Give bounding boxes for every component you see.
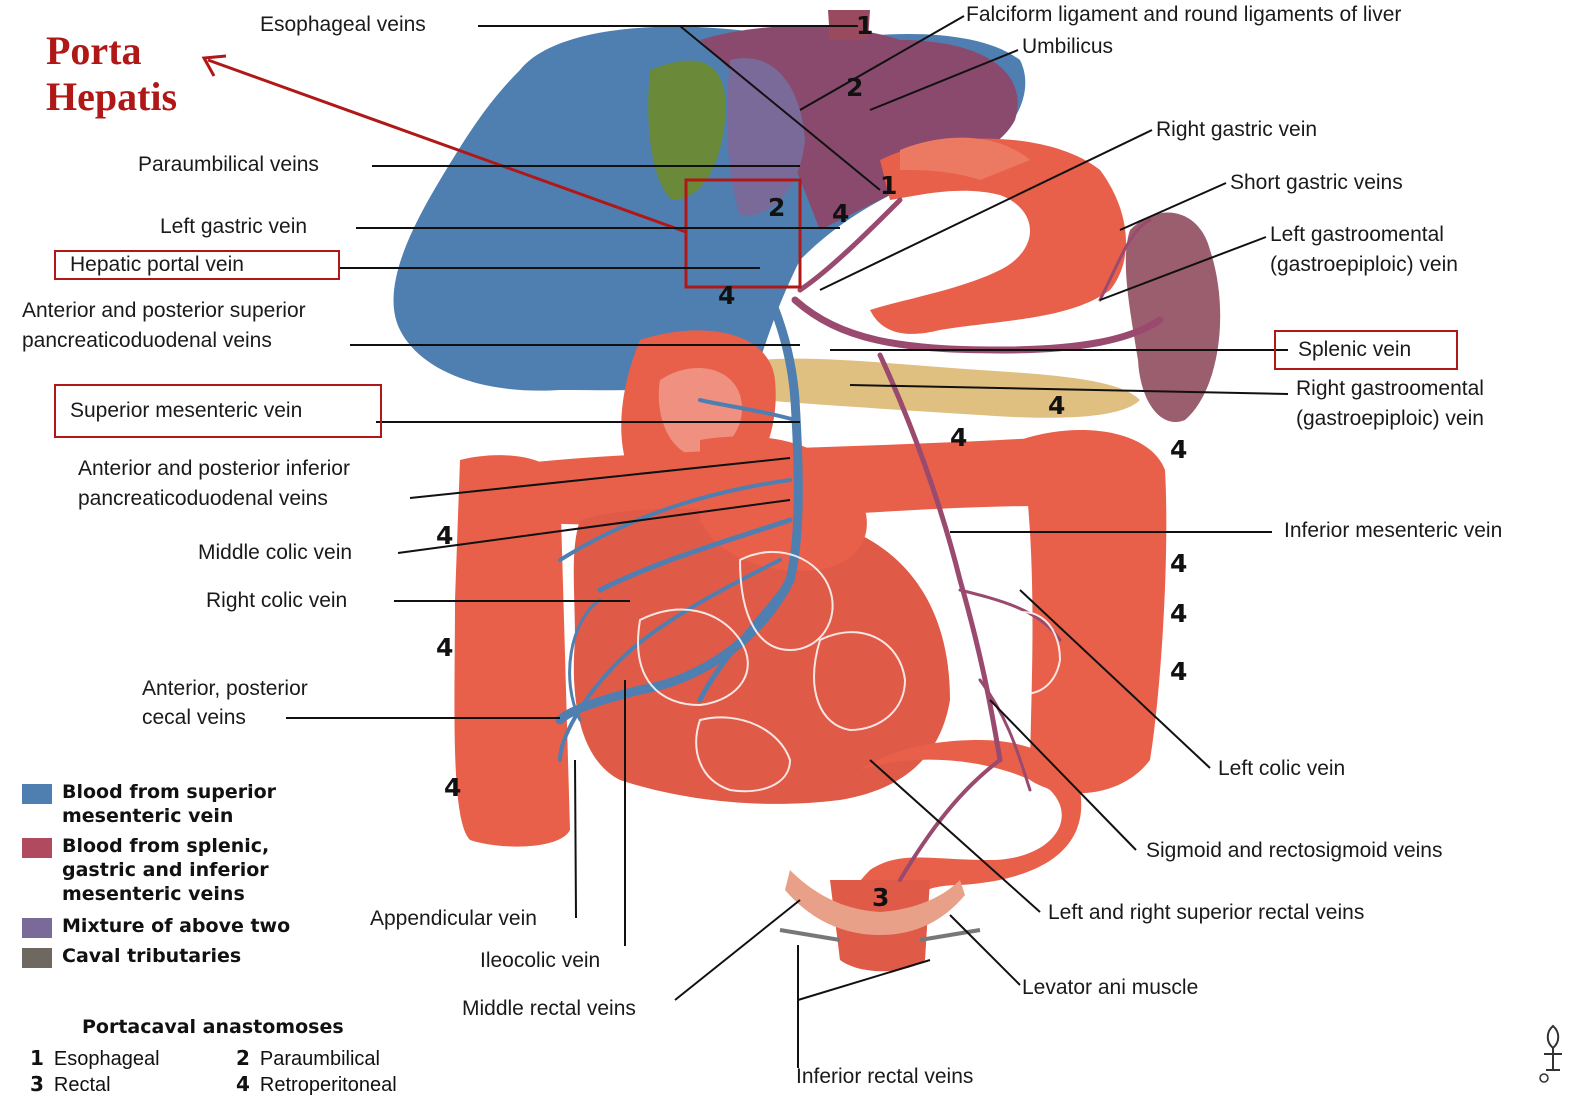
legend-swatch-caval (22, 948, 52, 968)
legend-text-1b: mesenteric vein (62, 804, 233, 828)
legend-text-4: Caval tributaries (62, 944, 241, 968)
anastomosis-number: 4 (1170, 658, 1187, 686)
label-superior-rectal: Left and right superior rectal veins (1048, 900, 1364, 926)
label-ileocolic-vein: Ileocolic vein (480, 948, 600, 974)
anastomosis-number: 4 (832, 200, 849, 228)
label-ant-post-sup-pd-1: Anterior and posterior superior (22, 298, 306, 324)
label-ant-post-sup-pd-2: pancreaticoduodenal veins (22, 328, 272, 354)
label-umbilicus: Umbilicus (1022, 34, 1113, 60)
anastomosis-key-name: Rectal (54, 1074, 111, 1096)
anastomosis-number: 4 (1048, 392, 1065, 420)
anastomosis-number: 3 (872, 884, 889, 912)
label-left-gastroomental-1: Left gastroomental (1270, 222, 1444, 248)
label-hepatic-portal-vein: Hepatic portal vein (54, 250, 340, 280)
anastomosis-number: 1 (856, 12, 873, 40)
anastomosis-key-item: 1 Esophageal (30, 1046, 160, 1071)
anastomosis-key-num: 3 (30, 1072, 44, 1096)
callout-line-2: Hepatis (46, 74, 177, 120)
label-short-gastric-veins: Short gastric veins (1230, 170, 1403, 196)
label-sigmoid: Sigmoid and rectosigmoid veins (1146, 838, 1442, 864)
label-hepatic-portal-vein-text: Hepatic portal vein (70, 253, 244, 276)
label-appendicular-vein: Appendicular vein (370, 906, 537, 932)
legend-swatch-mixture (22, 918, 52, 938)
anastomosis-number: 1 (880, 172, 897, 200)
anastomosis-number: 4 (436, 522, 453, 550)
anastomosis-key-num: 2 (236, 1046, 250, 1070)
anastomosis-key-num: 1 (30, 1046, 44, 1070)
label-right-gastroomental-1: Right gastroomental (1296, 376, 1484, 402)
label-cecal-2: cecal veins (142, 705, 246, 731)
ascending-colon (454, 455, 570, 846)
label-left-colic-vein: Left colic vein (1218, 756, 1345, 782)
anastomosis-number: 2 (768, 194, 785, 222)
legend-swatch-splenic (22, 838, 52, 858)
anastomoses-title: Portacaval anastomoses (82, 1016, 344, 1038)
anastomosis-number: 4 (1170, 550, 1187, 578)
anastomosis-number: 4 (444, 774, 461, 802)
label-falciform: Falciform ligament and round ligaments o… (966, 2, 1401, 28)
legend-swatch-superior-mesenteric (22, 784, 52, 804)
label-ant-post-inf-pd-1: Anterior and posterior inferior (78, 456, 350, 482)
label-ant-post-inf-pd-2: pancreaticoduodenal veins (78, 486, 328, 512)
anastomosis-key-item: 2 Paraumbilical (236, 1046, 380, 1071)
label-cecal-1: Anterior, posterior (142, 676, 308, 702)
label-levator-ani: Levator ani muscle (1022, 975, 1198, 1001)
label-paraumbilical-veins: Paraumbilical veins (138, 152, 319, 178)
anastomosis-number: 4 (436, 634, 453, 662)
label-splenic-vein-text: Splenic vein (1298, 338, 1411, 361)
label-esophageal-veins: Esophageal veins (260, 12, 426, 38)
legend-text-2b: gastric and inferior (62, 858, 269, 882)
porta-hepatis-callout: Porta Hepatis (46, 28, 177, 120)
anastomosis-number: 4 (1170, 436, 1187, 464)
label-superior-mesenteric-vein-text: Superior mesenteric vein (70, 399, 302, 422)
legend-text-2c: mesenteric veins (62, 882, 245, 906)
label-inferior-rectal-veins: Inferior rectal veins (796, 1064, 973, 1090)
label-right-colic-vein: Right colic vein (206, 588, 347, 614)
label-superior-mesenteric-vein: Superior mesenteric vein (54, 384, 382, 438)
anastomosis-number: 2 (846, 74, 863, 102)
anastomosis-number: 4 (718, 282, 735, 310)
pancreas (760, 359, 1140, 418)
label-middle-colic-vein: Middle colic vein (198, 540, 352, 566)
anastomosis-key-name: Paraumbilical (260, 1048, 380, 1070)
anastomosis-key-item: 4 Retroperitoneal (236, 1072, 397, 1097)
legend-text-2a: Blood from splenic, (62, 834, 269, 858)
callout-line-1: Porta (46, 28, 177, 74)
anastomosis-number: 4 (1170, 600, 1187, 628)
label-left-gastroomental-2: (gastroepiploic) vein (1270, 252, 1458, 278)
label-middle-rectal-veins: Middle rectal veins (462, 996, 636, 1022)
label-splenic-vein: Splenic vein (1274, 330, 1458, 370)
label-inferior-mesenteric-vein: Inferior mesenteric vein (1284, 518, 1502, 544)
label-right-gastroomental-2: (gastroepiploic) vein (1296, 406, 1484, 432)
anastomosis-key-name: Esophageal (54, 1048, 160, 1070)
publisher-logo (1536, 1018, 1570, 1084)
anastomosis-number: 4 (950, 424, 967, 452)
label-left-gastric-vein: Left gastric vein (160, 214, 307, 240)
anastomosis-key-name: Retroperitoneal (260, 1074, 397, 1096)
anastomosis-key-item: 3 Rectal (30, 1072, 111, 1097)
anastomosis-key-num: 4 (236, 1072, 250, 1096)
legend-text-3: Mixture of above two (62, 914, 290, 938)
label-right-gastric-vein: Right gastric vein (1156, 117, 1317, 143)
legend-text-1a: Blood from superior (62, 780, 276, 804)
